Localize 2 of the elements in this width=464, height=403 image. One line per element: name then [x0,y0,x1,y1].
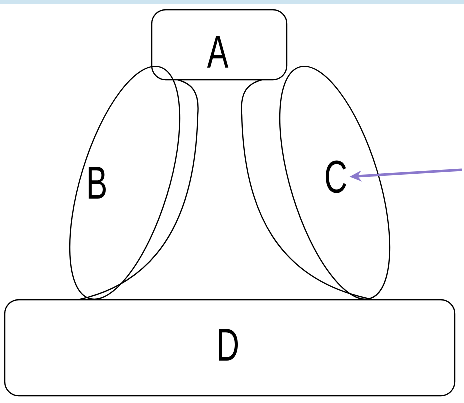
rounded-box: D [4,299,456,397]
rounded-box: A [151,9,288,81]
